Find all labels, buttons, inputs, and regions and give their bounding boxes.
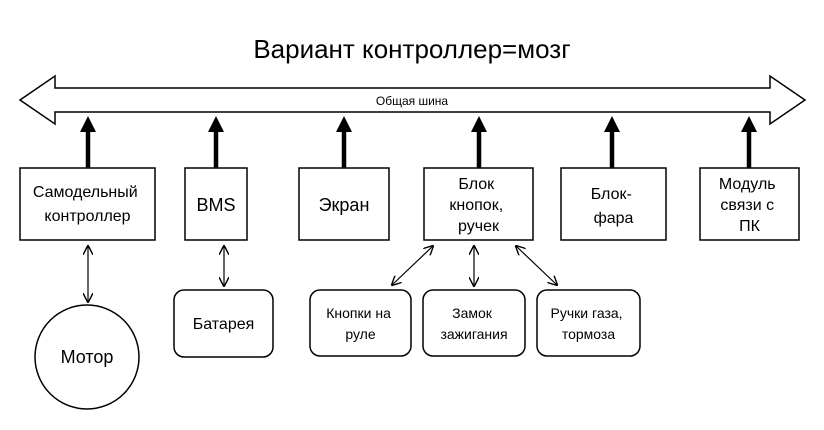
bus-link-controller (80, 116, 96, 168)
node-pc-module: Модуль связи с ПК (699, 167, 800, 241)
node-ignition-lock: Замок зажигания (422, 289, 526, 357)
bus-connections (80, 116, 757, 168)
node-ignition-lock-box (422, 289, 526, 357)
node-bms: BMS (184, 167, 248, 241)
node-bms-box (184, 167, 248, 241)
node-headlight-box (560, 167, 667, 241)
node-motor: Мотор (34, 304, 140, 410)
bus-link-bms (208, 116, 224, 168)
node-screen: Экран (298, 167, 390, 241)
node-handlebar-buttons-label: Кнопки на руле (326, 305, 395, 342)
link-block-handlebar-buttons (392, 246, 433, 285)
node-throttle-brake: Ручки газа, тормоза (536, 289, 641, 357)
node-buttons-block-box (423, 167, 534, 241)
local-links (88, 246, 557, 302)
node-headlight-label: Блок- фара (591, 186, 637, 227)
common-bus: Общая шина (18, 74, 807, 126)
bus-link-screen (336, 116, 352, 168)
bus-link-pc-module (741, 116, 757, 168)
node-pc-module-box (699, 167, 800, 241)
bus-link-headlight (604, 116, 620, 168)
node-headlight: Блок- фара (560, 167, 667, 241)
node-pc-module-label: Модуль связи с ПК (719, 176, 780, 235)
node-motor-label: Мотор (61, 347, 114, 367)
node-battery-box (173, 289, 274, 358)
node-motor-circle (34, 304, 140, 410)
node-ignition-lock-label: Замок зажигания (440, 305, 507, 342)
bus-link-buttons-block (471, 116, 487, 168)
node-battery: Батарея (173, 289, 274, 358)
link-block-throttle-brake (516, 246, 557, 285)
bus-arrow (18, 74, 807, 126)
node-controller-label: Самодельный контроллер (33, 184, 142, 225)
node-screen-box (298, 167, 390, 241)
diagram-title: Вариант контроллер=мозг (253, 34, 570, 64)
node-throttle-brake-label: Ручки газа, тормоза (551, 305, 627, 342)
node-buttons-block-label: Блок кнопок, ручек (449, 176, 507, 235)
node-bms-label: BMS (196, 195, 235, 215)
bus-label: Общая шина (376, 94, 449, 108)
node-controller-box (19, 167, 156, 241)
node-throttle-brake-box (536, 289, 641, 357)
node-buttons-block: Блок кнопок, ручек (423, 167, 534, 241)
node-handlebar-buttons: Кнопки на руле (309, 289, 412, 357)
node-screen-label: Экран (319, 195, 370, 215)
node-handlebar-buttons-box (309, 289, 412, 357)
node-battery-label: Батарея (193, 316, 255, 333)
node-controller: Самодельный контроллер (19, 167, 156, 241)
